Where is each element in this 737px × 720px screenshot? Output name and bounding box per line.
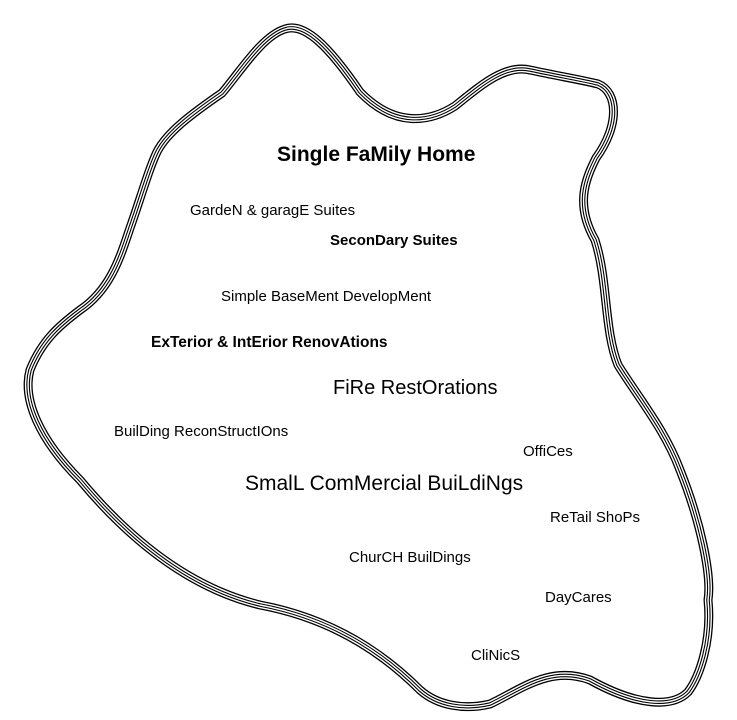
label-exterior-interior-renovations: ExTerior & IntErior RenovAtions xyxy=(151,334,388,351)
label-clinics: CliNicS xyxy=(471,647,521,664)
label-simple-basement-development: Simple BaseMent DevelopMent xyxy=(221,288,432,305)
label-single-family-home: Single FaMily Home xyxy=(277,143,476,166)
label-small-commercial-buildings: SmalL ComMercial BuiLdiNgs xyxy=(245,472,524,495)
label-retail-shops: ReTail ShoPs xyxy=(550,509,641,526)
label-church-buildings: ChurCH BuilDings xyxy=(349,549,471,566)
label-secondary-suites: SeconDary Suites xyxy=(330,232,458,249)
label-fire-restorations: FiRe RestOrations xyxy=(333,377,498,399)
label-offices: OffiCes xyxy=(523,443,573,460)
label-garden-garage-suites: GardeN & garagE Suites xyxy=(190,202,356,219)
label-daycares: DayCares xyxy=(545,589,612,606)
label-building-reconstructions: BuilDing ReconStructIOns xyxy=(114,423,289,440)
